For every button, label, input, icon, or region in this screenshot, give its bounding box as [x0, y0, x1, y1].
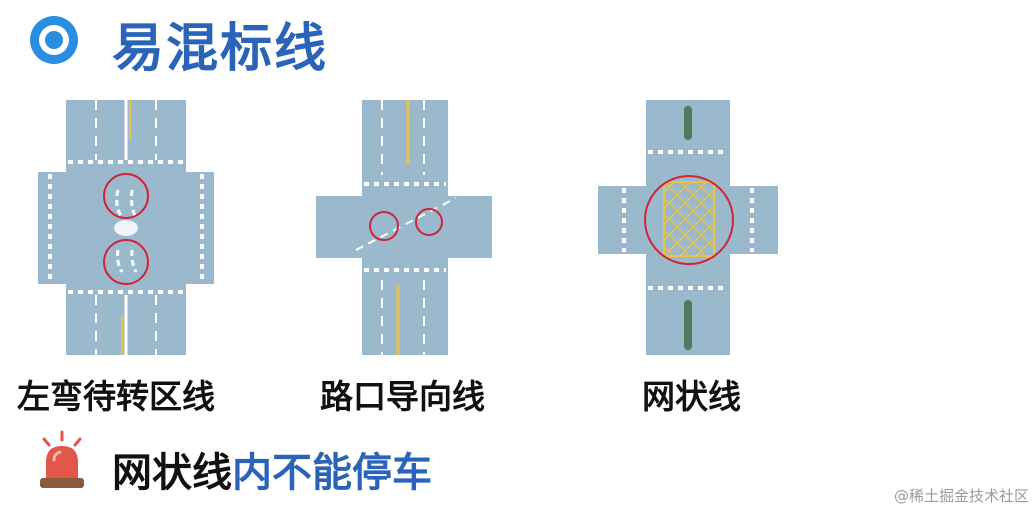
- diagram-caption-left-turn: 左弯待转区线: [17, 377, 215, 416]
- diagram-caption-guide-line: 路口导向线: [320, 377, 485, 416]
- grid-marking-diagram: [598, 100, 778, 355]
- left-turn-waiting-zone-diagram: [38, 100, 214, 355]
- warning-part-1: 网状线: [112, 450, 232, 496]
- watermark: @稀土掘金技术社区: [893, 487, 1029, 505]
- no-parking-warning: 网状线内不能停车: [112, 440, 432, 498]
- page-title: 易混标线: [112, 19, 329, 79]
- diagram-caption-grid-line: 网状线: [642, 377, 741, 416]
- warning-part-2: 内不能停车: [232, 450, 432, 496]
- alarm-siren-icon: [40, 430, 84, 488]
- target-icon: [30, 16, 78, 64]
- intersection-guide-line-diagram: [316, 100, 492, 355]
